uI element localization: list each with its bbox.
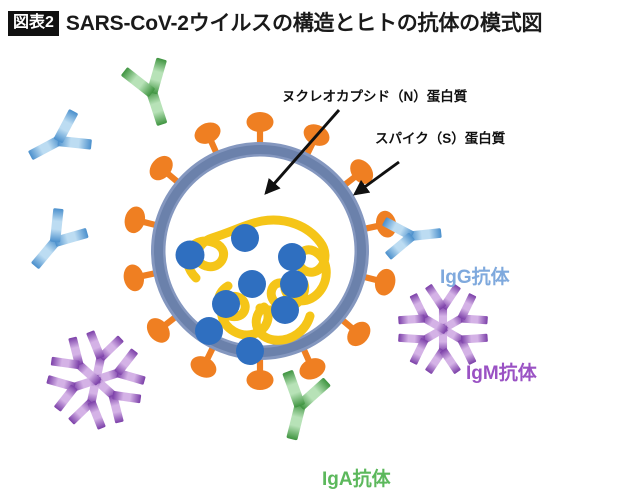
virus-antibody-diagram: ヌクレオカプシド（N）蛋白質 スパイク（S）蛋白質 IgG抗体 IgM抗体 Ig… <box>0 46 640 489</box>
arrow-to-nucleocapsid <box>264 109 341 195</box>
leader-arrow-group <box>264 109 400 196</box>
arrow-to-spike <box>352 160 400 196</box>
label-nucleocapsid-protein: ヌクレオカプシド（N）蛋白質 <box>282 89 468 104</box>
label-iga-antibody: IgA抗体 <box>322 469 391 490</box>
page-title: SARS-CoV-2ウイルスの構造とヒトの抗体の模式図 <box>65 11 543 35</box>
antibody-igm-right-rosette <box>394 283 492 375</box>
antibody-igg-lower-left <box>17 203 93 281</box>
figure-number-badge: 図表2 <box>8 10 59 36</box>
antibody-igm-left-rosette <box>44 328 148 432</box>
antibody-iga-top <box>118 54 186 132</box>
label-spike-protein: スパイク（S）蛋白質 <box>375 131 506 146</box>
label-igg-antibody: IgG抗体 <box>440 267 510 288</box>
figure-title-bar: 図表2 SARS-CoV-2ウイルスの構造とヒトの抗体の模式図 <box>0 0 640 46</box>
antibody-iga-bottom <box>267 367 333 446</box>
antibody-igg-upper-left <box>19 106 96 177</box>
label-igm-antibody: IgM抗体 <box>466 363 537 384</box>
nucleocapsid-protein-group <box>175 224 308 365</box>
